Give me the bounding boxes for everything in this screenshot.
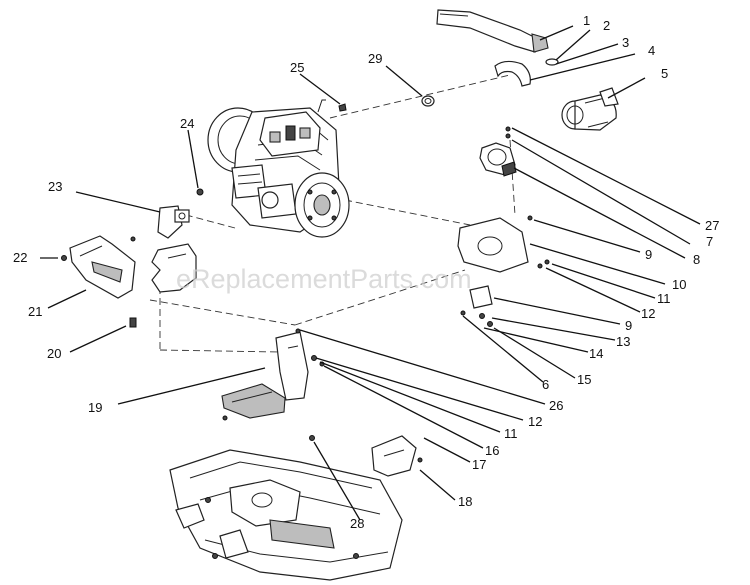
callout-12-left: 12 bbox=[528, 414, 542, 429]
callout-17: 17 bbox=[472, 457, 486, 472]
bolt-part-24 bbox=[196, 188, 204, 196]
side-shield-part-21 bbox=[69, 235, 136, 299]
callout-4: 4 bbox=[648, 43, 655, 58]
callout-9-upper: 9 bbox=[645, 247, 652, 262]
bracket-part-17 bbox=[371, 435, 423, 477]
callout-labels: 1 2 3 4 5 25 29 24 23 22 21 20 19 27 7 8… bbox=[13, 13, 719, 531]
callout-28: 28 bbox=[350, 516, 364, 531]
callout-16: 16 bbox=[485, 443, 499, 458]
bolt-part-25 bbox=[338, 103, 347, 112]
callout-20: 20 bbox=[47, 346, 61, 361]
center-bracket bbox=[275, 328, 325, 441]
screw-part-22 bbox=[61, 255, 67, 261]
leader-lines bbox=[40, 25, 701, 521]
engine-mount-bracket-left bbox=[130, 205, 190, 242]
callout-10: 10 bbox=[672, 277, 686, 292]
muffler-bracket bbox=[479, 126, 517, 177]
nut-part-20 bbox=[129, 317, 137, 328]
exhaust-clamp-part-2 bbox=[545, 58, 559, 66]
chassis-frame bbox=[169, 449, 403, 581]
callout-27: 27 bbox=[705, 218, 719, 233]
callout-25: 25 bbox=[290, 60, 304, 75]
exhaust-muffler bbox=[561, 87, 619, 131]
callout-3: 3 bbox=[622, 35, 629, 50]
callout-11-right: 11 bbox=[657, 291, 671, 306]
callout-6: 6 bbox=[542, 377, 549, 392]
callout-24: 24 bbox=[180, 116, 194, 131]
callout-22: 22 bbox=[13, 250, 27, 265]
callout-9-lower: 9 bbox=[625, 318, 632, 333]
skid-plate-part-19 bbox=[221, 383, 286, 421]
mount-plate-part-13 bbox=[460, 285, 493, 327]
callout-14: 14 bbox=[589, 346, 603, 361]
heat-shield bbox=[151, 243, 197, 293]
callout-29: 29 bbox=[368, 51, 382, 66]
exhaust-gasket-part-29 bbox=[421, 95, 435, 107]
exhaust-elbow bbox=[494, 60, 531, 87]
callout-21: 21 bbox=[28, 304, 42, 319]
callout-7: 7 bbox=[706, 234, 713, 249]
engine-mount-bracket-right bbox=[457, 215, 550, 273]
callout-19: 19 bbox=[88, 400, 102, 415]
callout-13: 13 bbox=[616, 334, 630, 349]
callout-12-right: 12 bbox=[641, 306, 655, 321]
watermark-text: eReplacementParts.com bbox=[176, 264, 472, 294]
callout-5: 5 bbox=[661, 66, 668, 81]
callout-8: 8 bbox=[693, 252, 700, 267]
callout-23: 23 bbox=[48, 179, 62, 194]
exhaust-tailpipe bbox=[436, 9, 549, 53]
callout-26: 26 bbox=[549, 398, 563, 413]
callout-15: 15 bbox=[577, 372, 591, 387]
callout-1: 1 bbox=[583, 13, 590, 28]
callout-2: 2 bbox=[603, 18, 610, 33]
engine-assembly bbox=[207, 99, 350, 238]
callout-18: 18 bbox=[458, 494, 472, 509]
callout-11-left: 11 bbox=[504, 426, 518, 441]
